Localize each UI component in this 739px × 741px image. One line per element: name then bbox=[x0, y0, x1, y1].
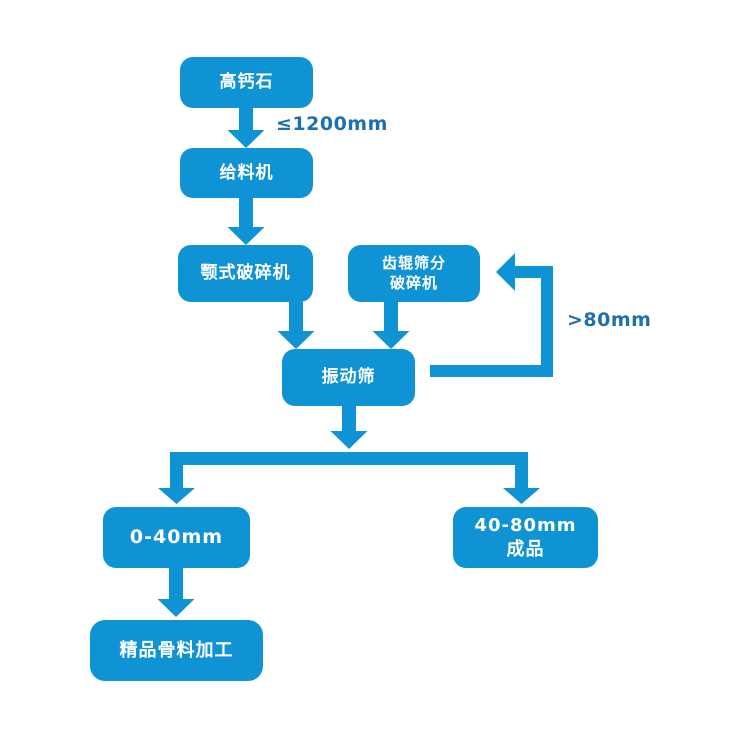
node-roller-crusher: 齿辊筛分 破碎机 bbox=[348, 245, 480, 302]
node-fine-aggregate: 精品骨料加工 bbox=[90, 620, 263, 681]
node-roller-crusher-label-line2: 破碎机 bbox=[389, 273, 438, 292]
connector-output040-fine-aggregate bbox=[157, 568, 195, 617]
node-output-0-40-label: 0-40mm bbox=[129, 526, 224, 549]
node-output-0-40: 0-40mm bbox=[103, 507, 250, 568]
connector-split-left-branch bbox=[158, 452, 195, 504]
connector-split-bar bbox=[170, 452, 528, 465]
edge-label-oversize-return: >80mm bbox=[567, 309, 652, 331]
node-feeder: 给料机 bbox=[180, 148, 313, 198]
connector-screen-outputs bbox=[158, 406, 540, 504]
node-source-label: 高钙石 bbox=[219, 72, 274, 93]
connector-feeder-jaw-crusher bbox=[227, 198, 265, 245]
node-feeder-label: 给料机 bbox=[219, 162, 274, 183]
node-output-40-80-label-line1: 40-80mm bbox=[474, 515, 577, 537]
node-source: 高钙石 bbox=[180, 57, 313, 108]
node-output-40-80: 40-80mm 成品 bbox=[453, 507, 598, 568]
connector-screen-roller-return bbox=[430, 253, 553, 377]
node-vibrating-screen-label: 振动筛 bbox=[321, 367, 376, 388]
connector-roller-crusher-screen bbox=[372, 302, 410, 349]
node-fine-aggregate-label: 精品骨料加工 bbox=[119, 639, 234, 661]
node-roller-crusher-label-line1: 齿辊筛分 bbox=[381, 254, 446, 272]
connector-screen-split-stem bbox=[330, 406, 368, 449]
node-vibrating-screen: 振动筛 bbox=[282, 349, 415, 406]
node-jaw-crusher-label: 颚式破碎机 bbox=[200, 263, 291, 284]
connector-jaw-crusher-screen bbox=[277, 302, 315, 349]
edge-label-feed-size: ≤1200mm bbox=[276, 113, 388, 135]
node-jaw-crusher: 颚式破碎机 bbox=[178, 245, 313, 302]
connector-source-feeder bbox=[227, 108, 265, 148]
connector-split-right-branch bbox=[503, 452, 540, 504]
node-output-40-80-label-line2: 成品 bbox=[506, 538, 545, 560]
